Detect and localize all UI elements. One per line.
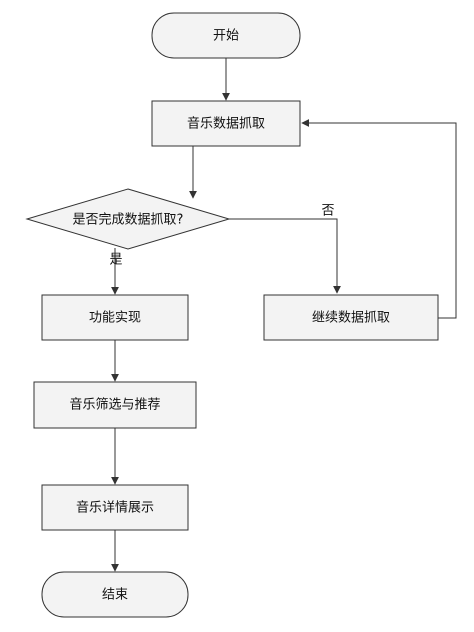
continue-fetch-label: 继续数据抓取	[312, 311, 390, 326]
edge-decision-to-continue	[229, 218, 341, 294]
decision-fetch-complete-node	[25, 188, 231, 250]
fetch-music-data-node	[151, 100, 301, 147]
start-node	[151, 12, 301, 59]
end-label: 结束	[102, 588, 128, 603]
end-node	[41, 571, 189, 618]
function-implementation-label: 功能实现	[89, 311, 141, 326]
filter-and-recommend-label: 音乐筛选与推荐	[69, 397, 160, 413]
continue-fetch-node	[263, 294, 439, 341]
edge-label-yes: 是	[109, 253, 122, 268]
music-detail-display-node	[41, 484, 189, 531]
start-label: 开始	[213, 29, 239, 44]
filter-and-recommend-node	[33, 381, 197, 429]
fetch-music-data-label: 音乐数据抓取	[187, 116, 265, 132]
edge-continue-loop-to-fetch	[301, 119, 457, 319]
edge-label-no: 否	[321, 204, 334, 219]
music-detail-display-label: 音乐详情展示	[76, 500, 154, 516]
function-implementation-node	[41, 294, 189, 341]
decision-fetch-complete-label: 是否完成数据抓取?	[73, 213, 184, 228]
